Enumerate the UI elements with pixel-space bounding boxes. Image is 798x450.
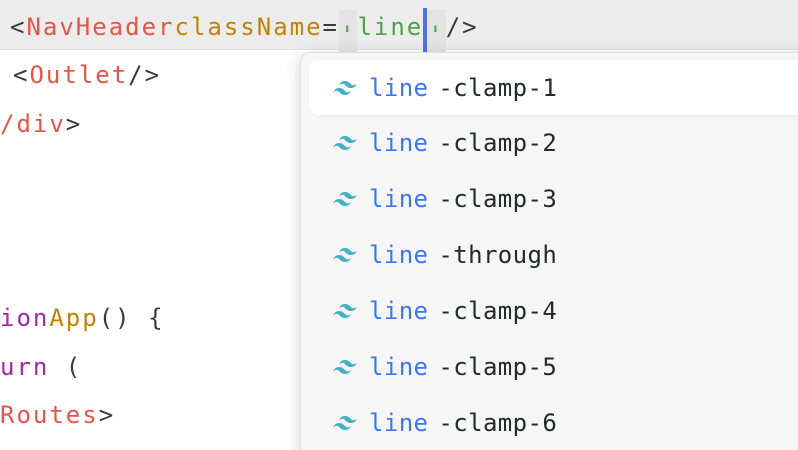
code-token: className	[174, 12, 323, 41]
suggestion-label-match: line	[369, 185, 429, 213]
suggestion-label-rest: -clamp-5	[438, 353, 558, 381]
code-token: ion	[0, 304, 50, 333]
code-token: />	[128, 61, 162, 90]
suggestion-label-rest: -clamp-1	[438, 73, 558, 102]
code-line[interactable]: <Outlet />	[13, 51, 161, 100]
suggestion-item-line-clamp-6[interactable]: line -clamp-6	[301, 395, 798, 450]
tailwind-icon	[331, 297, 359, 325]
suggestion-label-match: line	[369, 409, 429, 437]
tailwind-icon	[331, 353, 359, 381]
suggestion-item-line-clamp-1[interactable]: line -clamp-1	[309, 60, 798, 115]
suggestion-label-match: line	[369, 241, 429, 269]
code-token: {	[131, 304, 165, 333]
code-token: App	[49, 304, 99, 333]
suggestion-item-line-clamp-2[interactable]: line -clamp-2	[301, 115, 798, 171]
code-token: urn	[0, 352, 50, 381]
suggestion-label-rest: -clamp-3	[438, 185, 558, 213]
current-line-highlight	[0, 0, 798, 50]
suggestion-label-match: line	[369, 73, 429, 102]
text-cursor	[423, 8, 428, 57]
code-token: Routes	[0, 401, 99, 430]
code-token: ()	[98, 304, 132, 333]
code-token: >	[65, 109, 83, 138]
code-token: <	[10, 12, 27, 41]
code-token: />	[445, 12, 479, 41]
suggestion-label-rest: -clamp-6	[438, 409, 558, 437]
code-line[interactable]: Routes>	[0, 391, 115, 440]
code-token: line	[357, 12, 424, 41]
tailwind-icon	[331, 409, 359, 437]
code-token: Outlet	[29, 61, 129, 90]
code-token: NavHeader	[26, 12, 175, 41]
code-line[interactable]: ion App() {	[0, 294, 165, 343]
suggestion-item-line-clamp-3[interactable]: line -clamp-3	[301, 171, 798, 227]
code-token: >	[98, 401, 116, 430]
suggestion-label-match: line	[369, 353, 429, 381]
code-token: <	[13, 61, 30, 90]
suggestion-label-match: line	[369, 297, 429, 325]
suggestion-label-rest: -clamp-2	[438, 129, 558, 157]
code-token: /div	[0, 109, 66, 138]
suggestion-label-rest: -clamp-4	[438, 297, 558, 325]
code-line[interactable]: <NavHeader className='line' />	[10, 2, 479, 64]
code-token: =	[322, 12, 339, 41]
suggestion-label-match: line	[369, 129, 429, 157]
code-line[interactable]: urn (	[0, 342, 82, 391]
code-token: (	[49, 352, 83, 381]
tailwind-icon	[331, 185, 359, 213]
suggestion-item-line-through[interactable]: line -through	[301, 227, 798, 283]
tailwind-icon	[331, 241, 359, 269]
suggestion-item-line-clamp-4[interactable]: line -clamp-4	[301, 283, 798, 339]
suggestion-label-rest: -through	[438, 241, 558, 269]
tailwind-icon	[331, 129, 359, 157]
suggestion-item-line-clamp-5[interactable]: line -clamp-5	[301, 339, 798, 395]
code-line[interactable]: /div>	[0, 99, 82, 148]
tailwind-icon	[331, 74, 359, 102]
